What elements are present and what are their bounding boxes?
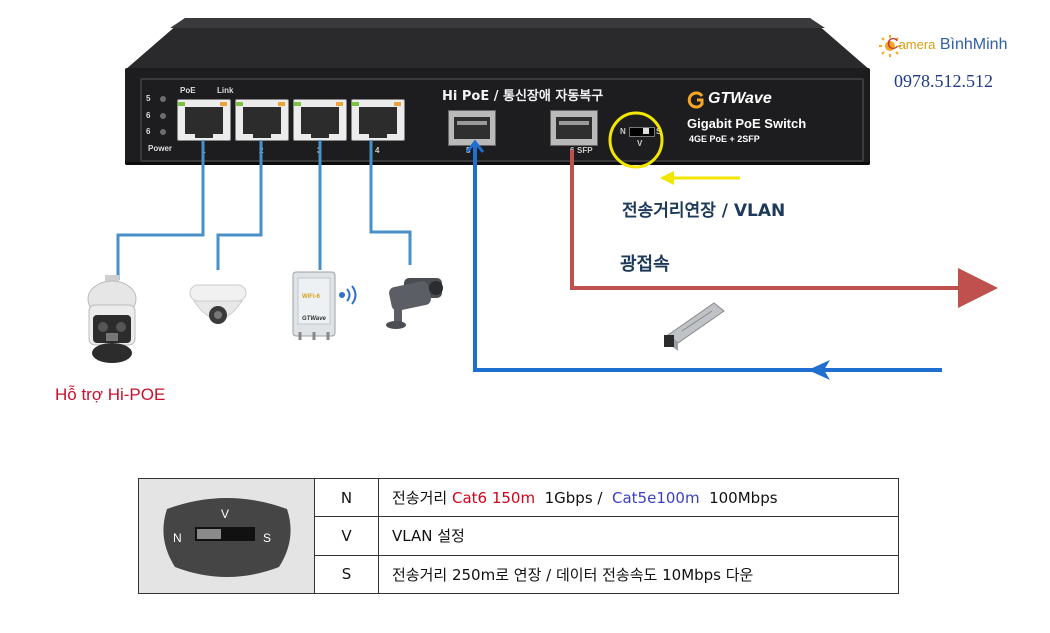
watermark-c: C bbox=[887, 36, 899, 53]
rj45-port-1[interactable] bbox=[177, 99, 231, 141]
desc-part: 1Gbps / bbox=[535, 489, 612, 508]
desc-part: 100Mbps bbox=[699, 489, 778, 508]
connection-diagram bbox=[116, 111, 998, 380]
power-label: Power bbox=[148, 144, 173, 153]
desc-part-blue: Cat5e100m bbox=[612, 489, 700, 508]
switch-top-panel bbox=[125, 18, 870, 70]
table-dip-letter: N bbox=[173, 531, 182, 545]
table-desc-cell: 전송거리 250m로 연장 / 데이터 전송속도 10Mbps 다운 bbox=[378, 554, 899, 595]
dip-switch-table: N V S N 전송거리 Cat6 150m 1Gbps / Cat5e100m… bbox=[138, 477, 899, 595]
wifi-ap-label: WiFi-6 bbox=[302, 294, 320, 300]
led-indicator bbox=[160, 96, 166, 102]
watermark-phone: 0978.512.512 bbox=[894, 71, 993, 91]
rj45-port-4[interactable] bbox=[351, 99, 405, 141]
gtwave-logo-icon bbox=[687, 91, 704, 109]
dome-camera-icon bbox=[189, 284, 247, 324]
ptz-camera-icon bbox=[87, 275, 137, 363]
fiber-label: 광접속 bbox=[620, 254, 670, 275]
port-number: 4 bbox=[375, 146, 380, 155]
distance-vlan-label: 전송거리연장 / VLAN bbox=[622, 201, 786, 221]
model-name: Gigabit PoE Switch bbox=[687, 116, 807, 131]
dip-knob bbox=[643, 128, 649, 134]
led-indicator bbox=[160, 113, 166, 119]
table-row: V VLAN 설정 bbox=[139, 516, 899, 556]
watermark-camera: amera bbox=[898, 37, 936, 52]
blue-up-arrow-icon bbox=[465, 139, 485, 153]
sfp-port-6[interactable] bbox=[550, 110, 598, 146]
fiber-red-line bbox=[570, 150, 998, 308]
led-label: 6 bbox=[146, 127, 151, 136]
table-dip-letter: V bbox=[221, 507, 229, 521]
led-label: 5 bbox=[146, 94, 151, 103]
dip-switch-image-cell: N V S bbox=[138, 478, 315, 594]
copper-cables bbox=[116, 140, 412, 280]
desc-part-red: Cat6 150m bbox=[451, 489, 536, 508]
sfp-label: SFP bbox=[577, 146, 593, 155]
desc-part: 전송거리 bbox=[392, 489, 452, 508]
dip-switch[interactable]: N S V bbox=[620, 123, 664, 151]
watermark: Camera BìnhMinh 0978.512.512 bbox=[878, 34, 1038, 94]
switch-front-bezel bbox=[140, 78, 864, 162]
model-sub: 4GE PoE + 2SFP bbox=[689, 134, 760, 144]
led-indicator bbox=[160, 129, 166, 135]
wifi-ap-icon bbox=[292, 271, 336, 340]
desc-part: VLAN 설정 bbox=[392, 527, 465, 546]
brand-name: GTWave bbox=[708, 90, 772, 107]
table-desc-cell: 전송거리 Cat6 150m 1Gbps / Cat5e100m 100Mbps bbox=[378, 477, 899, 518]
hipoe-label: Hi PoE / 통신장애 자동복구 bbox=[442, 89, 604, 104]
dip-highlight-circle bbox=[608, 111, 664, 169]
dip-letter: N bbox=[620, 127, 626, 136]
cable-port-1 bbox=[116, 140, 205, 280]
led-panel: 5 6 6 Power bbox=[146, 94, 176, 154]
dip-switch-closeup-icon: N V S bbox=[139, 479, 314, 593]
fiber-blue-line bbox=[473, 143, 942, 372]
dip-slot bbox=[629, 127, 655, 137]
dip-letter: V bbox=[637, 139, 643, 148]
cable-port-4 bbox=[369, 140, 412, 265]
led-label: 6 bbox=[146, 111, 151, 120]
table-row: S 전송거리 250m로 연장 / 데이터 전송속도 10Mbps 다운 bbox=[139, 554, 899, 595]
wifi-signal-icon bbox=[339, 285, 357, 305]
dip-letter: S bbox=[656, 127, 662, 136]
table-dip-letter: S bbox=[263, 531, 271, 545]
table-row: N V S N 전송거리 Cat6 150m 1Gbps / Cat5e100m… bbox=[138, 477, 899, 594]
sfp-module-icon bbox=[664, 302, 725, 351]
bullet-camera-icon bbox=[386, 278, 443, 329]
watermark-brand-name: BìnhMinh bbox=[939, 36, 1008, 53]
rj45-port-3[interactable] bbox=[293, 99, 347, 141]
table-key-cell: V bbox=[314, 516, 379, 556]
hipoe-support-label: Hỗ trợ Hi-POE bbox=[55, 385, 166, 404]
poe-label: PoE bbox=[180, 86, 196, 95]
table-key-cell: N bbox=[314, 477, 379, 518]
table-key-cell: S bbox=[314, 554, 379, 595]
sfp-port-5[interactable] bbox=[448, 110, 496, 146]
cable-port-2 bbox=[216, 140, 263, 270]
blue-arrow-icon bbox=[808, 360, 830, 380]
desc-part: 전송거리 250m로 연장 / 데이터 전송속도 10Mbps 다운 bbox=[392, 565, 754, 584]
yellow-arrow-icon bbox=[660, 171, 674, 185]
link-label: Link bbox=[217, 86, 234, 95]
sun-logo-icon bbox=[879, 35, 901, 57]
table-desc-cell: VLAN 설정 bbox=[378, 516, 899, 556]
wifi-ap-brand: GTWave bbox=[302, 316, 326, 322]
